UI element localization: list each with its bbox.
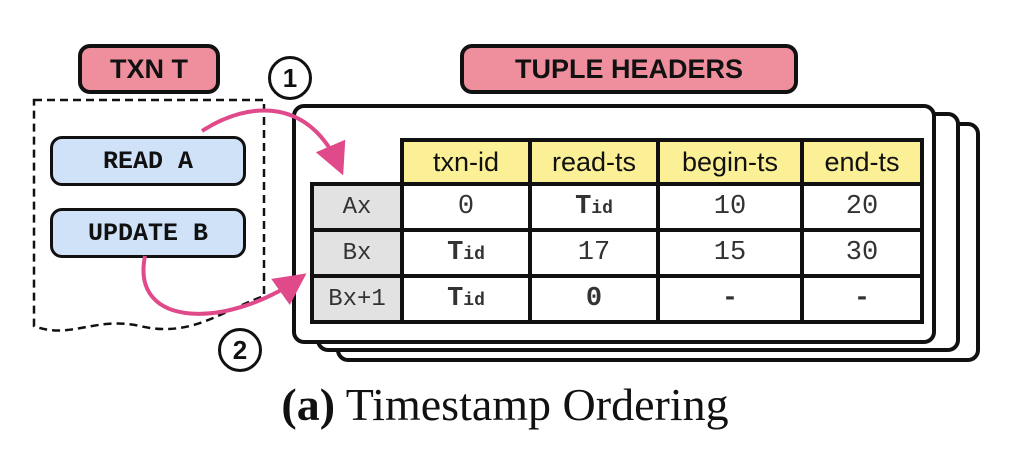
operation-read-a-label: READ A [102, 146, 193, 176]
cell-begin-ts: - [656, 274, 804, 324]
table-header-row: txn-id read-ts begin-ts end-ts [312, 138, 924, 186]
tid-symbol: T [447, 238, 464, 268]
tid-symbol: T [447, 284, 464, 314]
column-header-end-ts: end-ts [800, 138, 924, 186]
cell-txn-id: Tid [400, 228, 532, 278]
cell-begin-ts: 15 [656, 228, 804, 278]
cell-txn-id: Tid [400, 274, 532, 324]
txn-title: TXN T [78, 44, 220, 94]
figure-caption: (a) Timestamp Ordering [0, 378, 1010, 431]
operation-read-a: READ A [50, 136, 246, 186]
table-corner [312, 140, 402, 184]
cell-txn-id: 0 [400, 182, 532, 232]
tid-subscript: id [591, 199, 613, 219]
tid-symbol: T [575, 192, 592, 222]
step-1-marker: 1 [268, 56, 312, 100]
row-label: Bx [310, 228, 404, 278]
step-1-label: 1 [282, 62, 298, 93]
txn-title-text: TXN T [110, 53, 188, 84]
cell-read-ts: Tid [528, 182, 660, 232]
cell-begin-ts: 10 [656, 182, 804, 232]
step-2-label: 2 [232, 334, 248, 365]
cell-read-ts: 0 [528, 274, 660, 324]
operation-update-b: UPDATE B [50, 208, 246, 258]
row-label: Ax [310, 182, 404, 232]
row-label: Bx+1 [310, 274, 404, 324]
tuple-headers-title-text: TUPLE HEADERS [514, 53, 744, 84]
operation-update-b-label: UPDATE B [87, 218, 209, 248]
tid-subscript: id [463, 245, 485, 265]
cell-read-ts: 17 [528, 228, 660, 278]
column-header-begin-ts: begin-ts [656, 138, 804, 186]
tid-subscript: id [463, 291, 485, 311]
cell-end-ts: - [800, 274, 924, 324]
cell-end-ts: 30 [800, 228, 924, 278]
arrow-update-to-bx1 [141, 255, 307, 316]
column-header-txn-id: txn-id [400, 138, 532, 186]
column-header-read-ts: read-ts [528, 138, 660, 186]
caption-text: Timestamp Ordering [345, 379, 729, 430]
tuple-headers-title: TUPLE HEADERS [460, 44, 798, 94]
cell-end-ts: 20 [800, 182, 924, 232]
step-2-marker: 2 [218, 328, 262, 372]
caption-prefix: (a) [281, 379, 336, 430]
